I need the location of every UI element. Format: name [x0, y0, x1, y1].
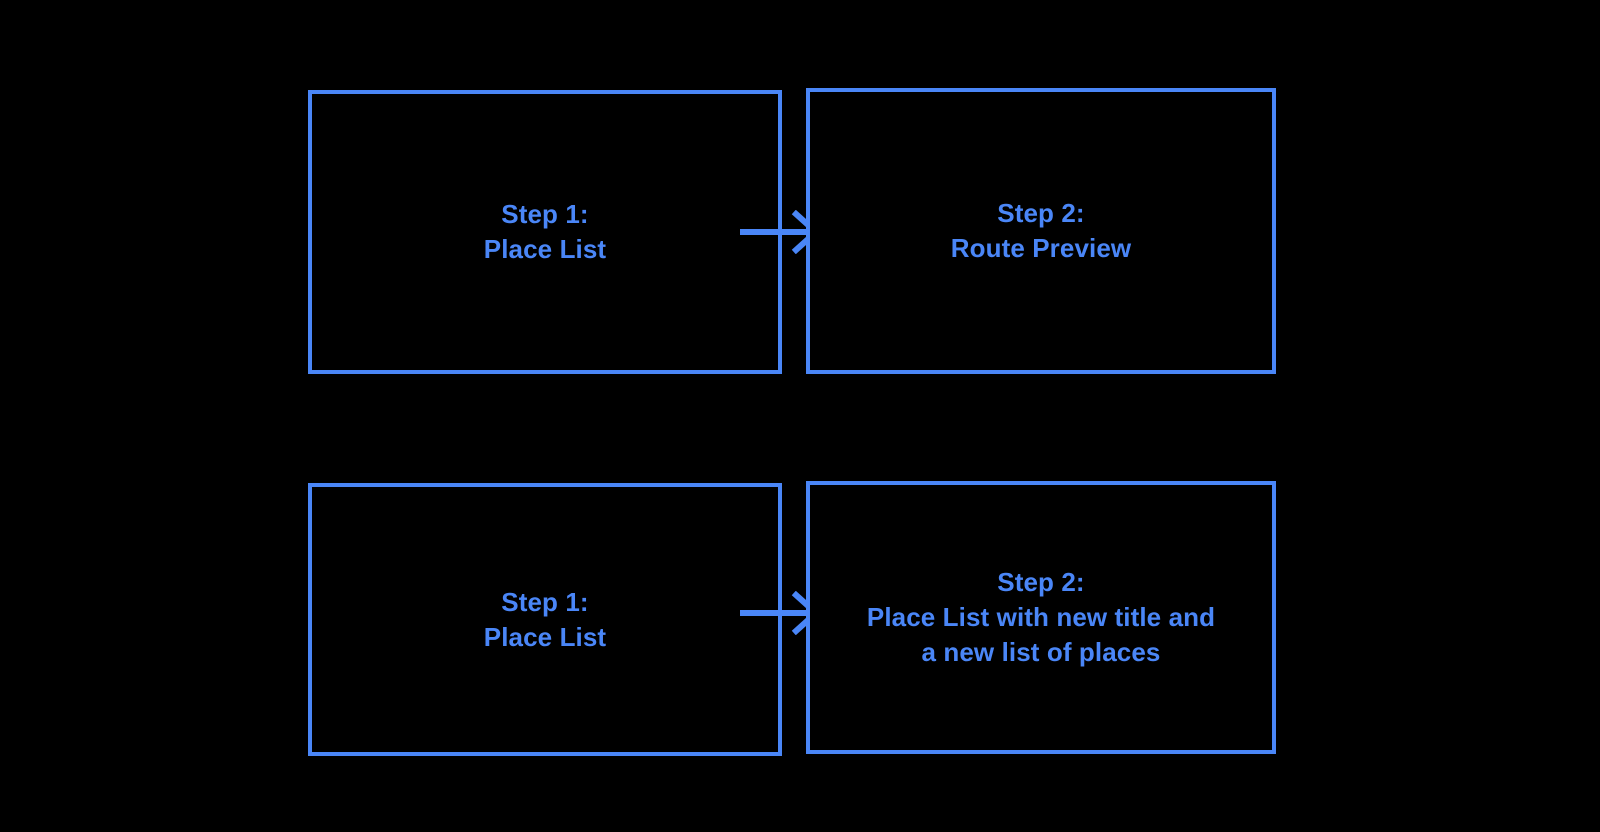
step-box-row1-step2[interactable]: Step 2: Route Preview — [806, 88, 1276, 374]
step-box-label: Step 1: Place List — [483, 586, 607, 652]
step-box-label: Step 2: Route Preview — [950, 198, 1132, 263]
step-box-row2-step2[interactable]: Step 2: Place List with new title and a … — [806, 481, 1276, 754]
step-box-label: Step 2: Place List with new title and a … — [866, 567, 1216, 667]
flow-row-1: Step 1: Place List Step 2: Route Preview — [0, 88, 1600, 374]
flow-row-2: Step 1: Place List Step 2: Place List wi… — [0, 481, 1600, 756]
step-box-label: Step 1: Place List — [483, 199, 607, 264]
step-box-row2-step1[interactable]: Step 1: Place List — [308, 483, 782, 756]
step-box-row1-step1[interactable]: Step 1: Place List — [308, 90, 782, 374]
